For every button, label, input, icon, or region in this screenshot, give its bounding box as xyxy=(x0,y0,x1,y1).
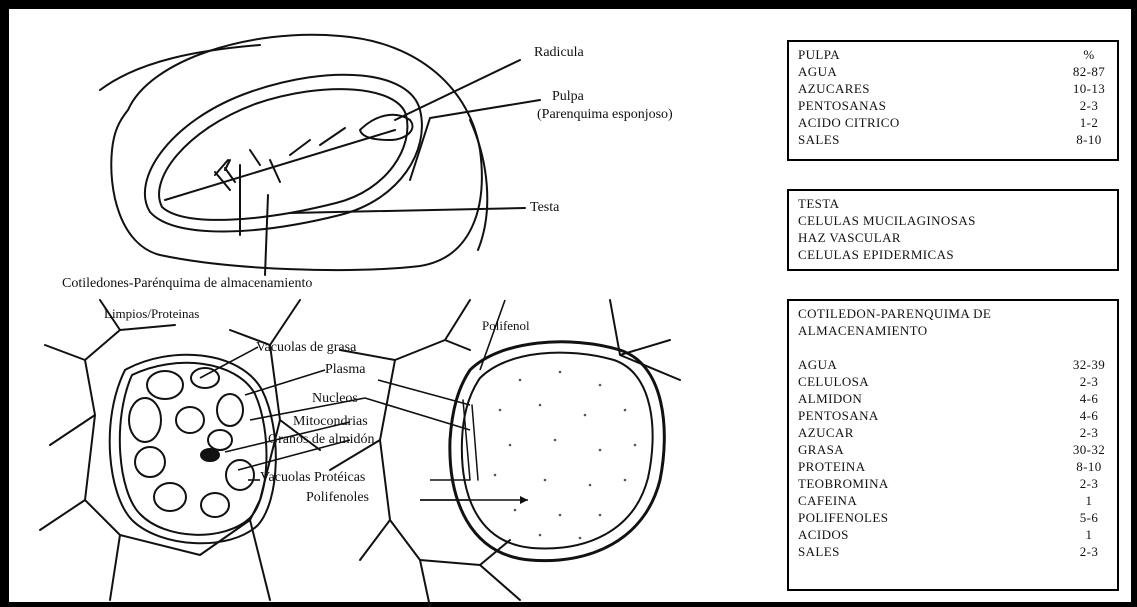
label-parenquima-esponjoso: (Parenquima esponjoso) xyxy=(537,107,673,123)
polyphenol-cell xyxy=(450,342,664,561)
nucleus-shape xyxy=(201,449,219,461)
polyphenol-dots xyxy=(494,371,637,540)
list-item: CELULAS EPIDERMICAS xyxy=(798,246,1108,263)
label-plasma: Plasma xyxy=(325,362,365,378)
list-item: CELULAS MUCILAGINOSAS xyxy=(798,212,1108,229)
label-vacuolas-proteicas: Vacuolas Protéicas xyxy=(260,470,365,486)
seed-outline xyxy=(145,75,422,232)
polyphenol-cell-wall xyxy=(330,300,680,607)
label-polifenoles: Polifenoles xyxy=(306,490,369,506)
label-lipidos-proteinas: Limpios/Proteinas xyxy=(104,306,199,322)
fat-vacuoles xyxy=(129,368,254,517)
label-vacuolas-grasa: Vacuolas de grasa xyxy=(256,340,356,356)
testa-composition-table: TESTA CELULAS MUCILAGINOSAS HAZ VASCULAR… xyxy=(787,189,1119,271)
label-cotiledones: Cotiledones-Parénquima de almacenamiento xyxy=(62,276,312,292)
label-testa: Testa xyxy=(530,200,559,216)
label-polifenol: Polifenol xyxy=(482,318,530,334)
label-granos-almidon: Granos de almidón xyxy=(268,432,375,448)
radicle xyxy=(360,115,412,140)
table-title: COTILEDON-PARENQUIMA DE xyxy=(798,305,1108,322)
table-title: ALMACENAMIENTO xyxy=(798,322,1108,339)
list-item: HAZ VASCULAR xyxy=(798,229,1108,246)
label-nucleos: Nucleos xyxy=(312,391,358,407)
label-radicula: Radicula xyxy=(534,45,584,61)
table-row: PULPA% xyxy=(798,46,1108,63)
seed-inner xyxy=(159,89,407,220)
label-mitocondrias: Mitocondrias xyxy=(293,414,368,430)
label-pulpa: Pulpa xyxy=(552,89,584,105)
list-item: TESTA xyxy=(798,195,1108,212)
bean-outline xyxy=(111,35,482,270)
cotiledon-composition-table: COTILEDON-PARENQUIMA DE ALMACENAMIENTO A… xyxy=(787,299,1119,591)
